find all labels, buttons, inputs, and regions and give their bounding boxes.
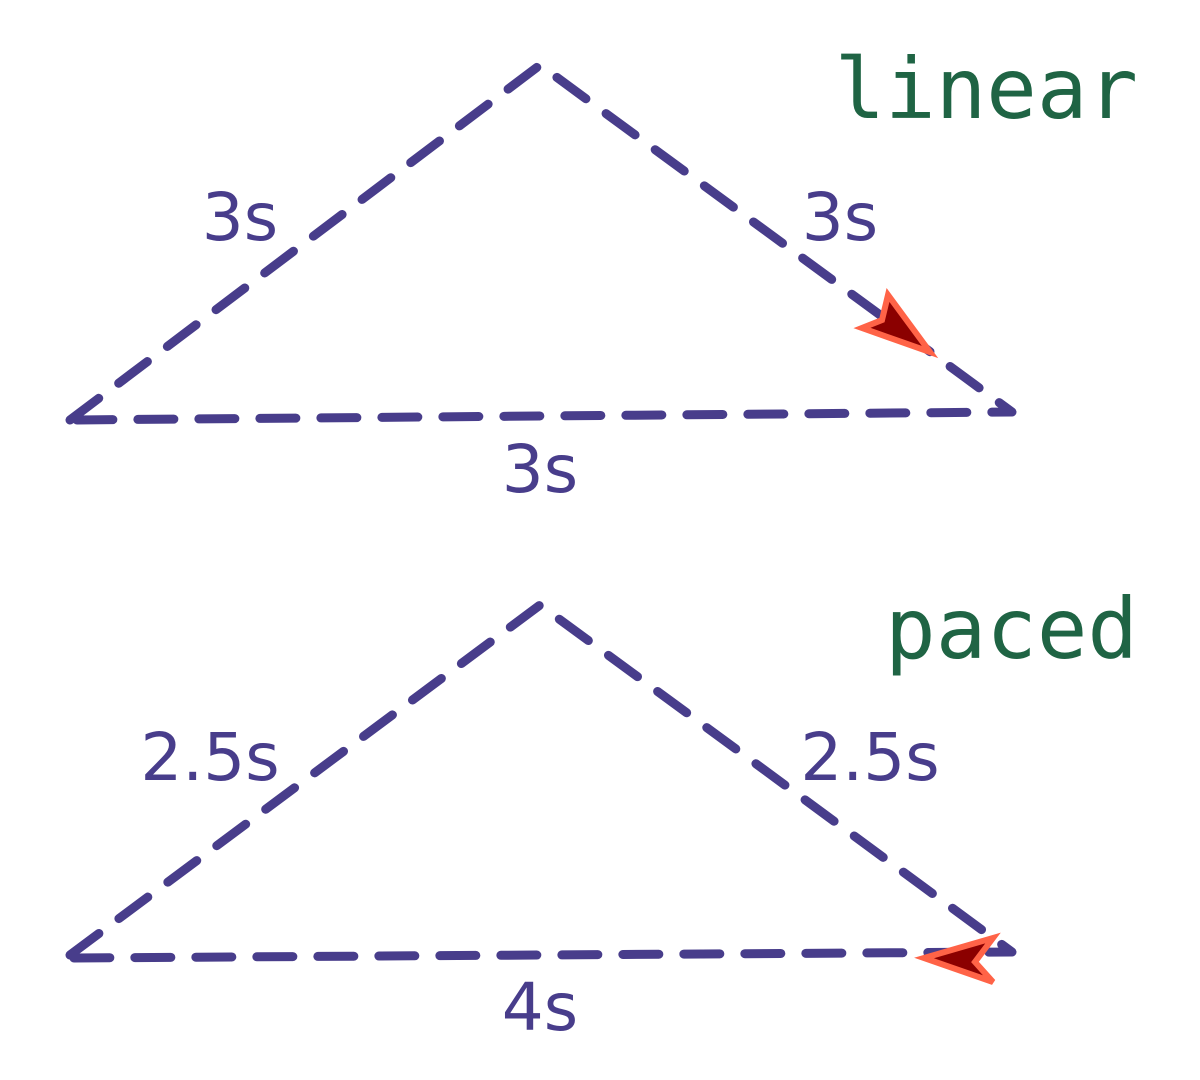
paced-right-duration: 2.5s <box>800 719 939 796</box>
linear-mode-title: linear <box>835 40 1138 138</box>
linear-triangle-path <box>65 60 1017 425</box>
linear-left-duration: 3s <box>202 179 278 256</box>
linear-right-duration: 3s <box>802 179 878 256</box>
paced-motion-marker <box>914 932 1001 985</box>
linear-panel: linear 3s 3s 3s <box>65 40 1138 508</box>
paced-bottom-duration: 4s <box>502 969 578 1046</box>
paced-mode-title: paced <box>885 580 1138 678</box>
paced-triangle-path <box>65 600 1017 963</box>
paced-left-duration: 2.5s <box>140 719 279 796</box>
linear-motion-marker <box>853 288 939 359</box>
paced-panel: paced 2.5s 2.5s 4s <box>65 580 1138 1046</box>
linear-bottom-duration: 3s <box>502 431 578 508</box>
